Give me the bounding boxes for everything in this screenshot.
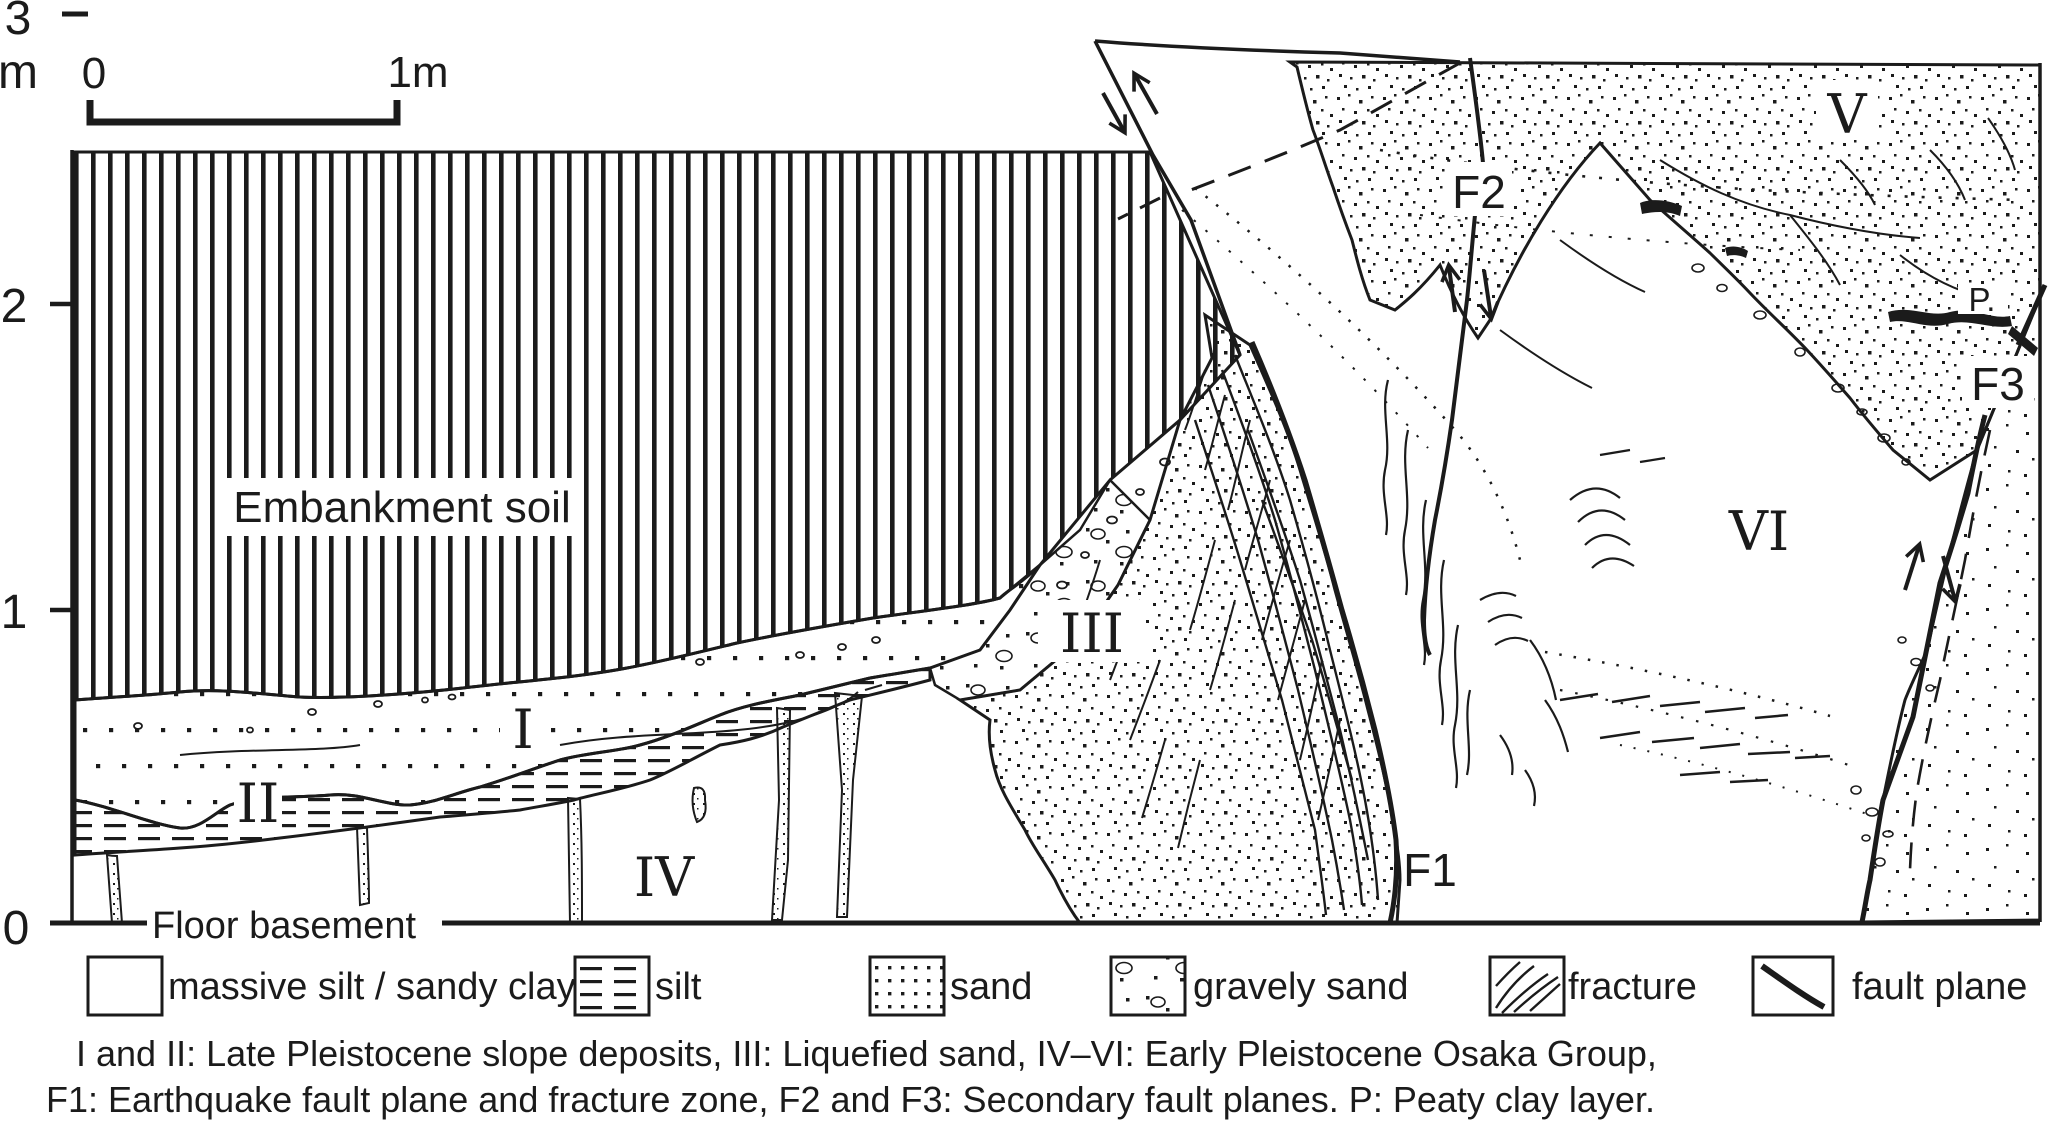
fault-zone-F1-shears	[1193, 354, 1380, 916]
unit-label-II: II	[237, 772, 280, 835]
fault-label-F3: F3	[1971, 358, 2025, 410]
unit-label-I: I	[512, 698, 533, 761]
embankment-label: Embankment soil	[233, 483, 570, 532]
legend-swatch-gravely-sand	[1109, 955, 1187, 1017]
slip-arrow-down-F2	[1478, 269, 1500, 323]
fault-label-F2: F2	[1452, 166, 1506, 218]
unit-label-V: V	[1827, 83, 1868, 146]
region-silt-lens	[73, 666, 932, 857]
peat-label-P: P.	[1969, 281, 1996, 318]
region-unit-V-sand	[1285, 60, 2042, 482]
bedding-dotted-trace-V2	[1419, 214, 1801, 251]
sand-dikes	[105, 691, 864, 924]
embankment-label-halo	[222, 478, 582, 536]
slip-arrows	[1101, 70, 1962, 606]
dotted-band-upper	[1194, 187, 1522, 561]
legend-swatch-fracture	[1488, 955, 1566, 1017]
fracture-cluster-VI	[1569, 448, 1666, 569]
fault-companion-dashed-F3	[1908, 429, 1992, 871]
unit-V-halo	[1816, 80, 1878, 140]
axis-label-2: 2	[1, 280, 28, 333]
unit-label-IV: IV	[634, 846, 695, 909]
F2-halo	[1446, 162, 1512, 216]
fractures-in-unit-III	[1079, 369, 1341, 849]
pebbles-unit-I	[133, 457, 1171, 734]
caption-line-1: I and II: Late Pleistocene slope deposit…	[76, 1033, 1657, 1074]
trench-top-outline	[1093, 39, 1461, 356]
axis-ticks	[50, 11, 88, 613]
legend-label-gravely-sand: gravely sand	[1193, 966, 1408, 1008]
legend-label-massive-silt: massive silt / sandy clay	[168, 966, 576, 1008]
slip-arrow-down-apex	[1101, 92, 1127, 136]
legend-swatch-fault-plane	[1751, 955, 1835, 1017]
legend-swatch-massive-silt	[86, 955, 164, 1017]
scale-label-1m: 1m	[387, 48, 448, 97]
unit-II-halo	[234, 770, 282, 828]
bedding-dashes-VI	[1559, 692, 1831, 784]
scale-bar	[86, 100, 401, 126]
fractures-central-wedge	[1382, 379, 1570, 807]
legend-label-fracture: fracture	[1568, 966, 1697, 1008]
legend-label-sand: sand	[950, 966, 1032, 1008]
unit-label-VI: VI	[1728, 500, 1789, 563]
F3-halo	[1962, 356, 2034, 408]
legend: massive silt / sandy clay silt sand grav…	[86, 955, 2027, 1017]
scale-label-0: 0	[82, 49, 106, 98]
slip-arrow-up-apex	[1132, 70, 1159, 115]
dashed-fault-trace	[1182, 61, 1461, 195]
axis-label-3: 3	[5, 0, 32, 45]
axis-unit-m: m	[0, 46, 38, 99]
dash-dot-continuation	[1117, 196, 1161, 221]
gravel-pockets-V-VI-contact	[1691, 263, 1935, 867]
unit-III-halo	[1038, 600, 1146, 662]
caption-line-2: F1: Earthquake fault plane and fracture …	[46, 1079, 1655, 1120]
slip-arrow-up-F3	[1903, 540, 1926, 591]
fault-line-F2	[1421, 57, 1485, 656]
peat-halo	[1958, 284, 2008, 314]
axis-label-0: 0	[3, 902, 30, 955]
floor-basement-label: Floor basement	[152, 905, 416, 947]
axis-label-1: 1	[1, 586, 28, 639]
unit-I-halo	[500, 698, 546, 754]
legend-swatch-sand	[868, 955, 946, 1017]
legend-swatch-silt	[573, 955, 651, 1017]
slip-arrow-up-F2	[1440, 261, 1462, 313]
legend-label-silt: silt	[655, 966, 702, 1008]
peaty-clay-seams	[1640, 200, 2038, 356]
slip-arrow-down-F3	[1941, 555, 1962, 606]
legend-label-fault-plane: fault plane	[1852, 966, 2027, 1008]
fault-line-F1	[1249, 341, 1400, 924]
fault-label-F1: F1	[1403, 844, 1457, 896]
bedding-dotted-VI	[1544, 650, 1871, 816]
unit-label-III: III	[1060, 602, 1124, 665]
